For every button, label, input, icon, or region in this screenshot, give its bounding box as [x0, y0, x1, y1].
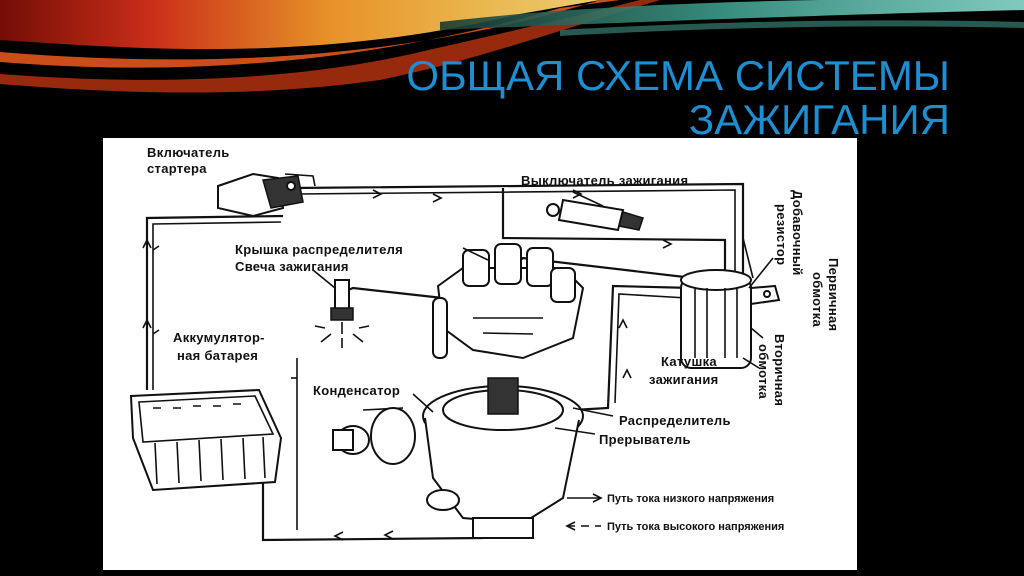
- condenser: [332, 407, 416, 465]
- label-ignition-switch: Выключатель зажигания: [521, 173, 688, 188]
- label-distributor: Распределитель: [619, 413, 731, 428]
- label-battery-1: Аккумулятор-: [173, 330, 265, 345]
- diagram-drawing: Включатель стартера Выключатель зажигани…: [129, 145, 841, 542]
- distributor-body: [422, 377, 584, 539]
- legend: Путь тока низкого напряжения Путь тока в…: [565, 493, 784, 533]
- label-resistor-1: Добавочный: [790, 190, 805, 276]
- slide-title-line-2: ЗАЖИГАНИЯ: [688, 96, 950, 143]
- starter-switch: [217, 172, 304, 218]
- distributor-cap: [432, 243, 585, 360]
- label-secondary-1: Вторичная: [772, 334, 787, 406]
- labels: Включатель стартера Выключатель зажигани…: [147, 145, 841, 447]
- label-condenser: Конденсатор: [313, 383, 400, 398]
- label-starter-switch-2: стартера: [147, 161, 207, 176]
- label-secondary-2: обмотка: [756, 344, 771, 400]
- label-coil-1: Катушка: [661, 354, 717, 369]
- label-breaker: Прерыватель: [599, 432, 691, 447]
- label-battery-2: ная батарея: [177, 348, 258, 363]
- label-resistor-2: резистор: [774, 204, 789, 265]
- ignition-system-diagram: Включатель стартера Выключатель зажигани…: [103, 138, 857, 570]
- slide-title: ОБЩАЯ СХЕМА СИСТЕМЫ ЗАЖИГАНИЯ: [250, 54, 950, 142]
- leader-lines: [284, 173, 774, 435]
- ignition-coil: [680, 269, 781, 369]
- ignition-switch: [546, 198, 644, 232]
- battery: [129, 388, 283, 492]
- current-arrows: [142, 189, 673, 541]
- spark-plug: [314, 279, 370, 348]
- label-primary-1: Первичная: [826, 258, 841, 331]
- slide-title-line-1: ОБЩАЯ СХЕМА СИСТЕМЫ: [406, 52, 950, 99]
- label-starter-switch-1: Включатель: [147, 145, 230, 160]
- label-spark-plug: Свеча зажигания: [235, 259, 349, 274]
- decorative-ribbon: [0, 0, 1024, 93]
- label-primary-2: обмотка: [810, 272, 825, 328]
- legend-high-voltage: Путь тока высокого напряжения: [607, 521, 784, 533]
- label-distributor-cap: Крышка распределителя: [235, 242, 403, 257]
- legend-low-voltage: Путь тока низкого напряжения: [607, 493, 774, 505]
- label-coil-2: зажигания: [649, 372, 719, 387]
